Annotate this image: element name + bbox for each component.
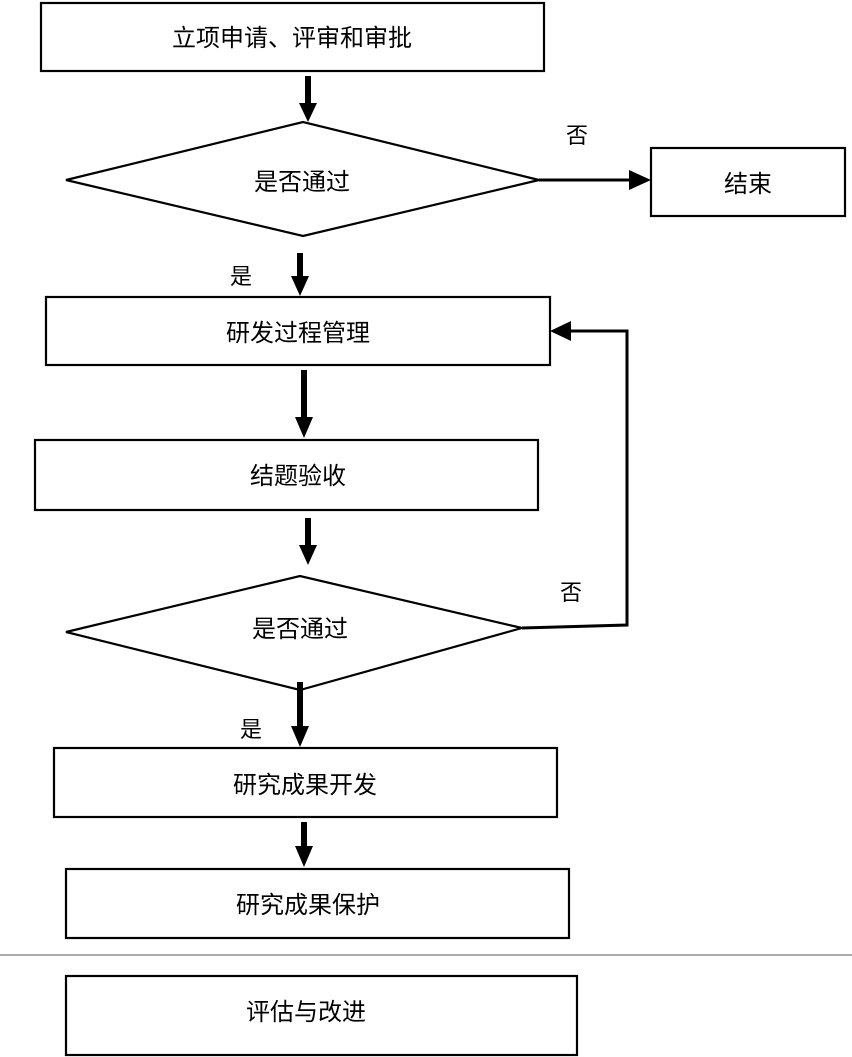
node-decision2: 是否通过 [65, 574, 523, 692]
label-decision1-yes: 是 [230, 265, 252, 290]
arrow-acceptance-to-decision2 [299, 518, 317, 565]
node-apply: 立项申请、评审和审批 [39, 1, 546, 73]
node-acceptance: 结题验收 [33, 438, 540, 512]
node-apply-label: 立项申请、评审和审批 [172, 24, 412, 52]
node-end-label: 结束 [724, 170, 772, 198]
node-evaluation-label: 评估与改进 [246, 998, 366, 1026]
node-decision2-label: 是否通过 [252, 615, 348, 643]
node-end: 结束 [649, 146, 847, 218]
node-evaluation: 评估与改进 [64, 974, 579, 1057]
arrow-rd-to-acceptance [295, 370, 313, 438]
node-development: 研究成果开发 [52, 746, 559, 819]
arrow-decision1-yes [291, 253, 309, 296]
arrow-decision2-yes [291, 682, 309, 747]
label-decision1-no: 否 [566, 124, 588, 149]
arrow-apply-to-decision1 [299, 76, 317, 122]
node-decision1: 是否通过 [65, 120, 540, 238]
node-decision1-label: 是否通过 [254, 168, 350, 196]
node-development-label: 研究成果开发 [233, 771, 377, 799]
node-rd-management-label: 研发过程管理 [226, 319, 370, 347]
node-protection: 研究成果保护 [64, 867, 571, 940]
arrow-decision1-no [539, 170, 651, 190]
arrow-development-to-protection [295, 822, 313, 867]
node-protection-label: 研究成果保护 [236, 891, 380, 919]
label-decision2-no: 否 [560, 581, 582, 606]
node-rd-management: 研发过程管理 [44, 295, 552, 367]
label-decision2-yes: 是 [240, 718, 262, 743]
node-acceptance-label: 结题验收 [250, 462, 346, 490]
arrow-decision2-no-loop [521, 321, 629, 630]
